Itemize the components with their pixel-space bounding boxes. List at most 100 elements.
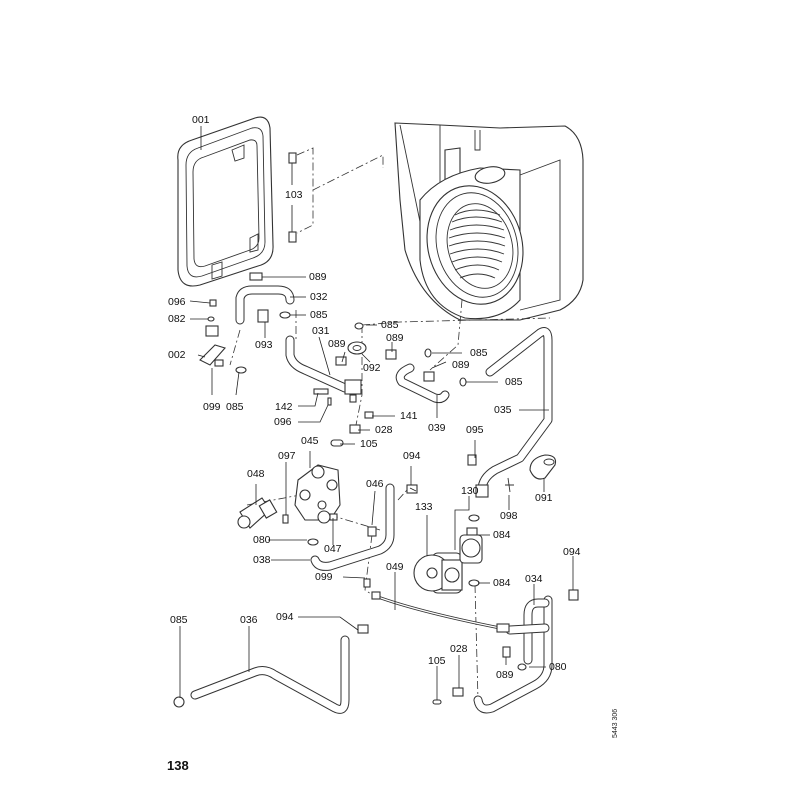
clip-089	[385, 349, 397, 360]
part-label-099: 099	[315, 571, 333, 583]
bracket-002	[199, 325, 226, 366]
sensor-plug	[371, 591, 381, 600]
part-label-028: 028	[375, 424, 393, 436]
part-label-039: 039	[428, 422, 446, 434]
sensor-cable-049	[377, 595, 501, 630]
part-label-045: 045	[301, 435, 319, 447]
part-label-034: 034	[525, 573, 543, 585]
part-label-048: 048	[247, 468, 265, 480]
part-label-103: 103	[285, 189, 303, 201]
part-label-094: 094	[276, 611, 294, 623]
seal-084-bottom	[468, 579, 480, 587]
clip-094	[568, 589, 579, 601]
part-label-091: 091	[535, 492, 553, 504]
part-label-089: 089	[309, 271, 327, 283]
bracket-103	[288, 147, 384, 243]
sensor-142	[313, 388, 329, 395]
part-label-080: 080	[549, 661, 567, 673]
o-ring-085	[424, 348, 432, 358]
fitting-028	[349, 424, 361, 434]
part-label-105: 105	[428, 655, 446, 667]
part-label-085: 085	[381, 319, 399, 331]
seal-084-top	[468, 514, 480, 522]
part-label-028: 028	[450, 643, 468, 655]
part-label-095: 095	[466, 424, 484, 436]
seal-080	[307, 538, 319, 546]
seal-047	[329, 513, 338, 521]
part-label-002: 002	[168, 349, 186, 361]
heat-exchanger	[394, 122, 584, 321]
part-label-046: 046	[366, 478, 384, 490]
o-ring-085	[459, 377, 467, 387]
part-label-097: 097	[278, 450, 296, 462]
assembly-line	[354, 325, 363, 431]
assembly-line	[429, 299, 463, 371]
part-label-130: 130	[461, 485, 479, 497]
clip-093	[257, 309, 269, 323]
part-label-096: 096	[274, 416, 292, 428]
seal-092	[347, 341, 367, 355]
part-label-085: 085	[505, 376, 523, 388]
part-label-084: 084	[493, 529, 511, 541]
part-label-085: 085	[470, 347, 488, 359]
clip-141	[364, 411, 374, 419]
clip-099	[214, 359, 224, 367]
plug-105	[330, 439, 344, 447]
part-label-094: 094	[563, 546, 581, 558]
leader-lines	[179, 126, 574, 700]
part-label-142: 142	[275, 401, 293, 413]
clip-089	[423, 371, 435, 382]
pump-133	[413, 552, 463, 594]
clip-099	[363, 578, 371, 588]
clip-096	[327, 397, 332, 406]
fitting-028	[452, 687, 464, 697]
pipe-036	[190, 635, 350, 714]
seal-082	[207, 316, 215, 322]
part-label-031: 031	[312, 325, 330, 337]
part-label-094: 094	[403, 450, 421, 462]
clip-096	[209, 299, 217, 307]
assembly-line	[397, 489, 408, 501]
part-label-047: 047	[324, 543, 342, 555]
part-label-036: 036	[240, 614, 258, 626]
part-label-049: 049	[386, 561, 404, 573]
part-label-085: 085	[310, 309, 328, 321]
part-label-089: 089	[328, 338, 346, 350]
sensor-head	[496, 623, 510, 633]
part-label-098: 098	[500, 510, 518, 522]
clip-097	[282, 514, 289, 524]
clip-094	[357, 624, 369, 634]
part-label-092: 092	[363, 362, 381, 374]
assembly-line	[246, 494, 301, 506]
diverter-valve-045	[294, 464, 341, 524]
bush-046	[367, 526, 377, 537]
assembly-line	[229, 329, 241, 366]
clip-089	[502, 646, 511, 658]
part-label-038: 038	[253, 554, 271, 566]
pipe-032	[235, 285, 295, 325]
clip-089	[249, 272, 263, 281]
pipe-035	[477, 327, 553, 495]
pipe-039	[395, 363, 450, 404]
part-label-141: 141	[400, 410, 418, 422]
o-ring-085	[173, 696, 185, 708]
clip-089	[335, 356, 347, 366]
document-code: 5443 306	[612, 708, 619, 738]
part-label-089: 089	[386, 332, 404, 344]
actuator-048	[237, 497, 278, 529]
seal-080	[517, 663, 527, 671]
assembly-line	[364, 534, 381, 601]
part-label-032: 032	[310, 291, 328, 303]
o-ring-085	[354, 322, 364, 330]
part-label-085: 085	[170, 614, 188, 626]
part-label-001: 001	[192, 114, 210, 126]
nut-035	[475, 484, 489, 498]
pipe-034	[473, 595, 553, 714]
pipe-031	[285, 335, 350, 393]
plug-105	[432, 699, 442, 705]
o-ring-085	[279, 311, 291, 319]
clip-095	[467, 454, 477, 466]
pump-housing-130	[459, 527, 483, 564]
part-label-085: 085	[226, 401, 244, 413]
part-label-096: 096	[168, 296, 186, 308]
